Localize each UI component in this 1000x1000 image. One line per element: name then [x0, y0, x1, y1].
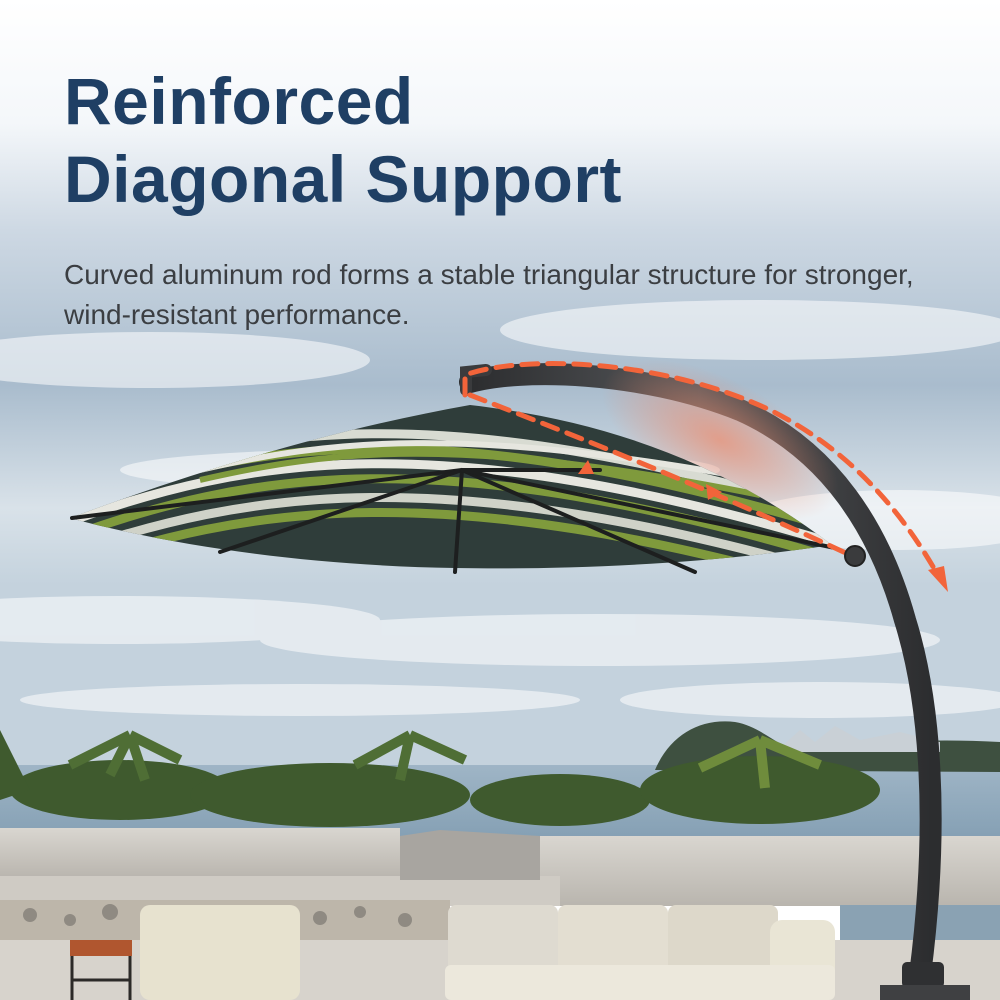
pebbles: [23, 904, 412, 927]
inner-arrowhead-icon: [578, 460, 594, 474]
mid-arrowhead-icon: [706, 484, 722, 500]
headline-line-1: Reinforced: [64, 64, 414, 138]
feature-description: Curved aluminum rod forms a stable trian…: [64, 259, 914, 330]
headline: Reinforced Diagonal Support: [64, 62, 622, 218]
support-arrow-callout: [462, 361, 938, 573]
curved-aluminum-pole: [459, 363, 942, 986]
hub-joint: [844, 545, 866, 567]
pole-highlight-glow: [601, 359, 839, 521]
side-table: [70, 940, 132, 1000]
outer-arrowhead-icon: [928, 566, 948, 592]
stone-step: [400, 830, 540, 880]
outer-arrow-path: [462, 361, 938, 573]
inner-arrow-path: [467, 392, 853, 558]
distant-mountains: [780, 726, 940, 752]
outdoor-sofa: [140, 905, 835, 1000]
pole-base: [902, 962, 944, 988]
palm-trees: [0, 730, 880, 827]
terrace-wall: [0, 828, 400, 878]
headline-line-2: Diagonal Support: [64, 142, 622, 216]
arrow-heads: [578, 460, 948, 592]
